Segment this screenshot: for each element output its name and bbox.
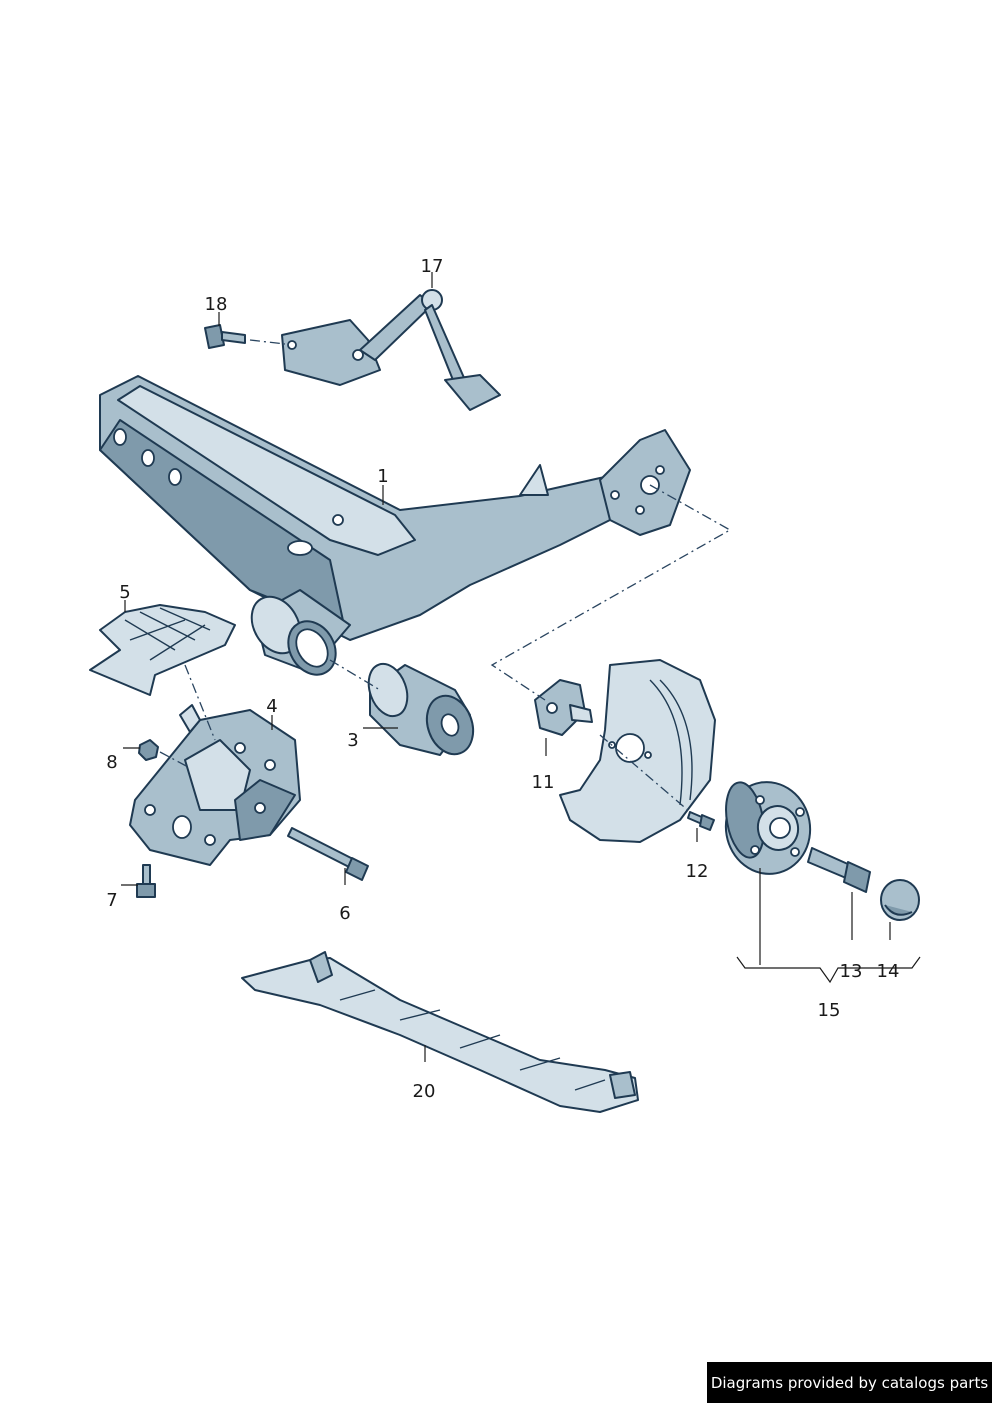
callout-4: 4	[266, 696, 277, 717]
callout-14: 14	[877, 961, 900, 982]
hub-bolt	[807, 847, 871, 893]
bushing	[367, 662, 475, 756]
callout-8: 8	[106, 752, 117, 773]
callout-5: 5	[119, 582, 130, 603]
callout-15: 15	[818, 1000, 841, 1021]
bolt-12	[687, 811, 715, 831]
cover-plate	[89, 604, 236, 696]
credit-banner: Diagrams provided by catalogs parts	[707, 1362, 992, 1403]
callout-18: 18	[205, 294, 228, 315]
callout-3: 3	[347, 730, 358, 751]
wheel-hub	[724, 781, 812, 875]
callout-11: 11	[532, 772, 555, 793]
nut-8	[138, 739, 159, 761]
brake-backing-plate	[559, 659, 716, 843]
bolt-6	[287, 827, 369, 881]
rear-axle-beam	[99, 375, 691, 676]
assembly-lines	[159, 339, 732, 813]
callout-12: 12	[686, 861, 709, 882]
callout-labels: 1 3 4 5 6 7 8 11 12 13 14 15 17 18 20	[106, 256, 899, 1102]
bolt-7	[136, 864, 156, 898]
underbody-guard	[241, 951, 639, 1113]
callout-1: 1	[377, 466, 388, 487]
stub-axle	[534, 679, 593, 736]
callout-7: 7	[106, 890, 117, 911]
callout-13: 13	[840, 961, 863, 982]
callout-17: 17	[421, 256, 444, 277]
level-sensor-bracket	[281, 289, 501, 411]
bolt-18	[204, 324, 246, 349]
mounting-bracket	[129, 704, 301, 866]
dust-cap	[880, 879, 920, 921]
callout-6: 6	[339, 903, 350, 924]
callout-20: 20	[413, 1081, 436, 1102]
leader-lines	[121, 272, 921, 1062]
